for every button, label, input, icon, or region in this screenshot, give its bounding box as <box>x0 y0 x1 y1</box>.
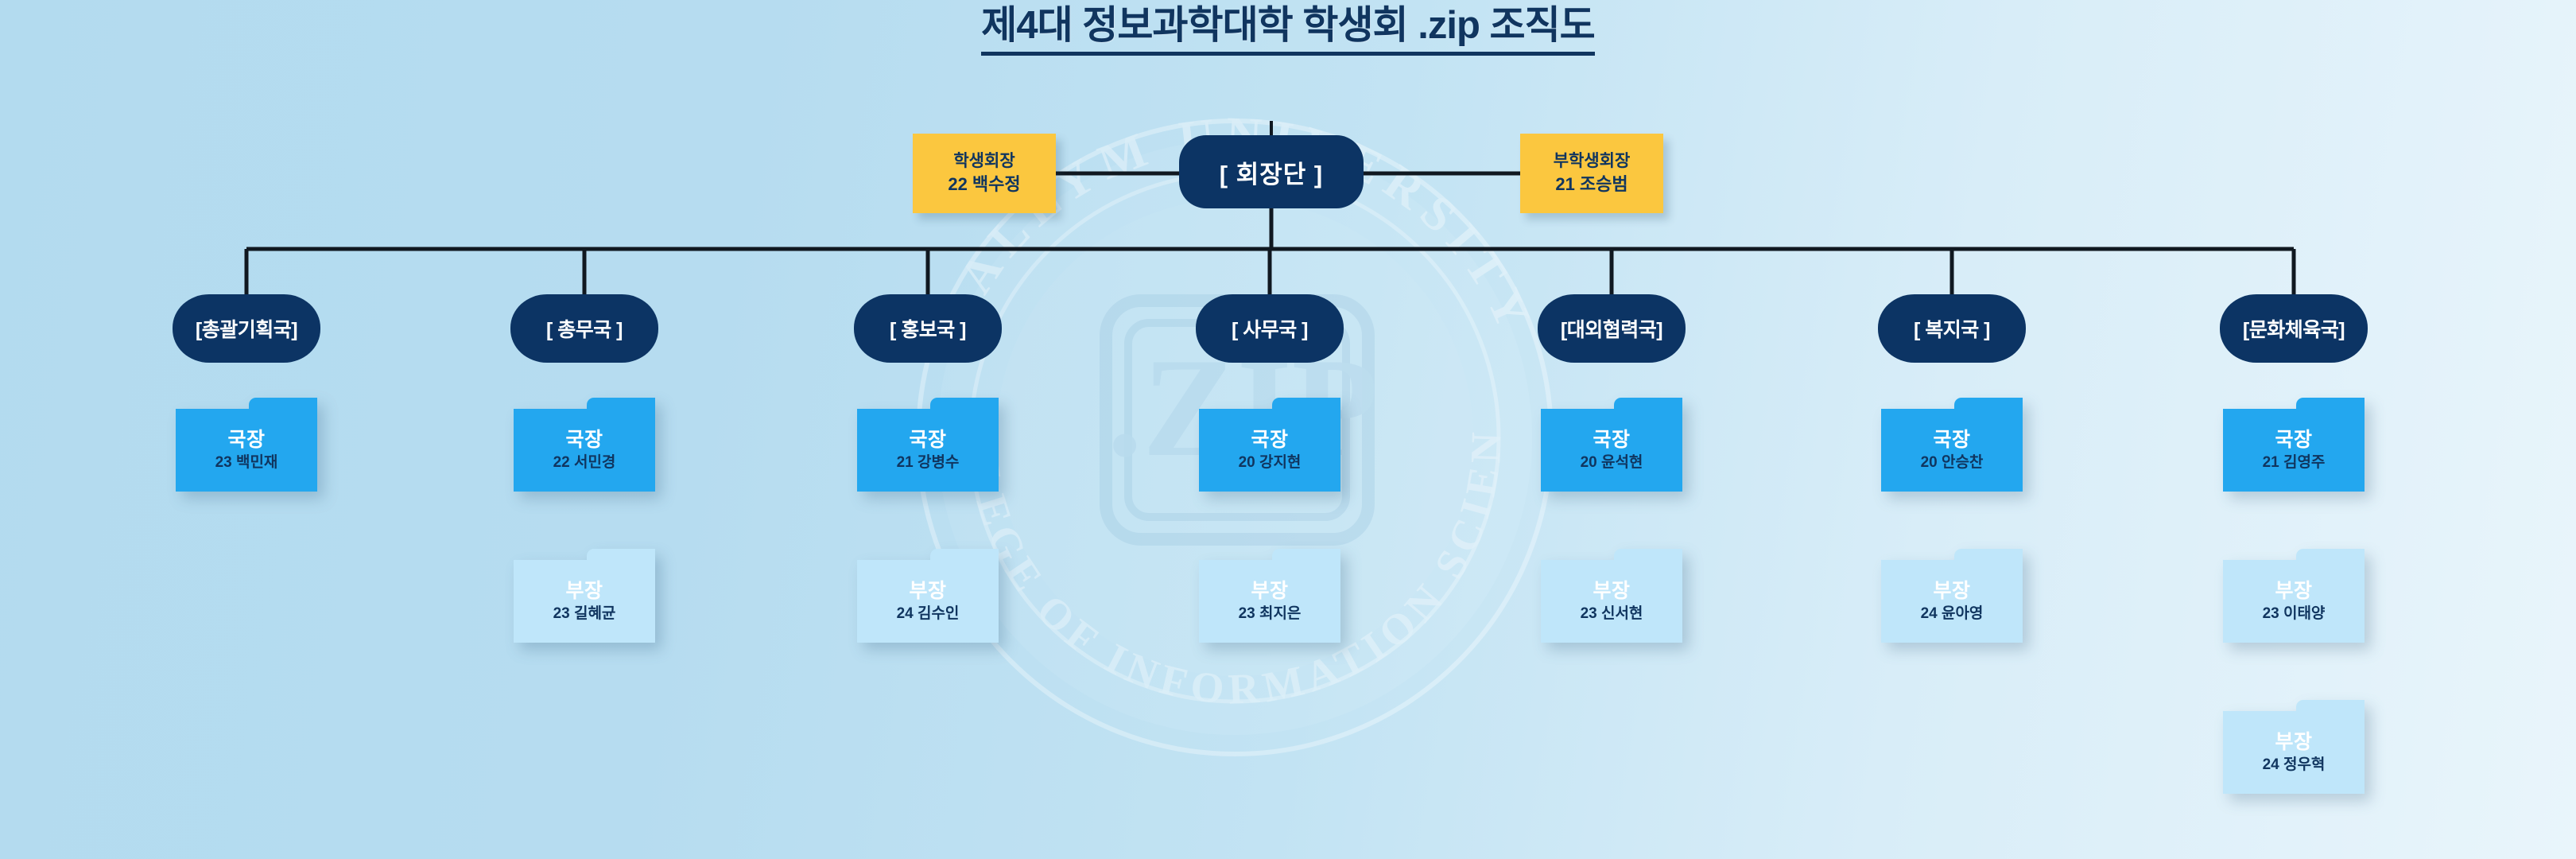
member-folder-card[interactable]: 부장 23 이태양 <box>2223 549 2365 643</box>
member-folder-card[interactable]: 부장 23 최지은 <box>1199 549 1340 643</box>
member-person: 21 김영주 <box>2262 454 2326 472</box>
chair-group-node[interactable]: [ 회장단 ] <box>1179 135 1364 208</box>
folder-body: 국장 23 백민재 <box>176 409 317 492</box>
folder-body: 국장 21 강병수 <box>857 409 999 492</box>
member-role: 국장 <box>1593 429 1631 452</box>
folder-body: 부장 23 이태양 <box>2223 560 2365 643</box>
member-role: 부장 <box>1933 580 1971 603</box>
member-folder-card[interactable]: 국장 20 강지현 <box>1199 398 1340 492</box>
folder-tab-icon <box>1272 398 1340 410</box>
department-node-2[interactable]: [ 총무국 ] <box>510 294 658 363</box>
member-person: 24 김수인 <box>896 605 960 623</box>
folder-tab-icon <box>2296 700 2365 713</box>
member-person: 23 이태양 <box>2262 605 2326 623</box>
department-node-5[interactable]: [대외협력국] <box>1538 294 1686 363</box>
department-node-6[interactable]: [ 복지국 ] <box>1878 294 2026 363</box>
department-label: [문화체육국] <box>2242 319 2345 341</box>
folder-tab-icon <box>2296 549 2365 562</box>
member-folder-card[interactable]: 국장 21 김영주 <box>2223 398 2365 492</box>
member-role: 국장 <box>2275 429 2313 452</box>
member-folder-card[interactable]: 부장 24 김수인 <box>857 549 999 643</box>
folder-body: 부장 24 김수인 <box>857 560 999 643</box>
member-folder-card[interactable]: 부장 24 윤아영 <box>1881 549 2023 643</box>
folder-body: 부장 23 최지은 <box>1199 560 1340 643</box>
president-person: 22 백수정 <box>948 174 1021 195</box>
member-person: 24 윤아영 <box>1920 605 1984 623</box>
officer-card-vice-president[interactable]: 부학생회장 21 조승범 <box>1520 134 1663 213</box>
department-node-3[interactable]: [ 홍보국 ] <box>854 294 1002 363</box>
folder-body: 부장 23 신서현 <box>1541 560 1682 643</box>
member-person: 22 서민경 <box>553 454 616 472</box>
department-label: [ 홍보국 ] <box>889 319 967 341</box>
folder-tab-icon <box>1954 549 2023 562</box>
vice-president-person: 21 조승범 <box>1555 174 1628 195</box>
department-label: [대외협력국] <box>1560 319 1663 341</box>
member-person: 23 길혜균 <box>553 605 616 623</box>
member-role: 국장 <box>565 429 603 452</box>
folder-tab-icon <box>1954 398 2023 410</box>
member-person: 23 신서현 <box>1580 605 1643 623</box>
department-label: [ 사무국 ] <box>1231 319 1309 341</box>
folder-body: 국장 20 강지현 <box>1199 409 1340 492</box>
folder-tab-icon <box>587 398 655 410</box>
department-node-1[interactable]: [총괄기획국] <box>173 294 320 363</box>
department-node-7[interactable]: [문화체육국] <box>2220 294 2368 363</box>
member-person: 23 백민재 <box>215 454 278 472</box>
member-role: 국장 <box>909 429 947 452</box>
folder-body: 국장 20 윤석현 <box>1541 409 1682 492</box>
folder-body: 부장 24 정우혁 <box>2223 711 2365 794</box>
member-role: 부장 <box>2275 731 2313 754</box>
folder-tab-icon <box>930 398 999 410</box>
member-folder-card[interactable]: 국장 20 안승찬 <box>1881 398 2023 492</box>
officer-card-president[interactable]: 학생회장 22 백수정 <box>913 134 1056 213</box>
member-folder-card[interactable]: 부장 23 길혜균 <box>514 549 655 643</box>
member-role: 부장 <box>1251 580 1289 603</box>
member-person: 20 윤석현 <box>1580 454 1643 472</box>
member-role: 부장 <box>2275 580 2313 603</box>
member-folder-card[interactable]: 국장 22 서민경 <box>514 398 655 492</box>
chair-group-label: [ 회장단 ] <box>1219 160 1324 189</box>
member-folder-card[interactable]: 국장 20 윤석현 <box>1541 398 1682 492</box>
folder-body: 국장 21 김영주 <box>2223 409 2365 492</box>
folder-tab-icon <box>249 398 317 410</box>
department-node-4[interactable]: [ 사무국 ] <box>1196 294 1344 363</box>
member-folder-card[interactable]: 국장 21 강병수 <box>857 398 999 492</box>
member-person: 24 정우혁 <box>2262 756 2326 774</box>
member-role: 국장 <box>227 429 266 452</box>
folder-tab-icon <box>2296 398 2365 410</box>
member-folder-card[interactable]: 부장 23 신서현 <box>1541 549 1682 643</box>
vice-president-role: 부학생회장 <box>1553 151 1631 170</box>
member-folder-card[interactable]: 부장 24 정우혁 <box>2223 700 2365 794</box>
member-role: 부장 <box>1593 580 1631 603</box>
folder-body: 국장 20 안승찬 <box>1881 409 2023 492</box>
member-folder-card[interactable]: 국장 23 백민재 <box>176 398 317 492</box>
president-role: 학생회장 <box>953 151 1015 170</box>
folder-tab-icon <box>1614 549 1682 562</box>
folder-body: 부장 23 길혜균 <box>514 560 655 643</box>
folder-body: 국장 22 서민경 <box>514 409 655 492</box>
member-person: 20 안승찬 <box>1920 454 1984 472</box>
folder-tab-icon <box>930 549 999 562</box>
department-label: [ 총무국 ] <box>545 319 623 341</box>
member-person: 23 최지은 <box>1238 605 1302 623</box>
folder-tab-icon <box>1272 549 1340 562</box>
folder-tab-icon <box>587 549 655 562</box>
folder-body: 부장 24 윤아영 <box>1881 560 2023 643</box>
page-title-container: 제4대 정보과학대학 학생회 .zip 조직도 <box>0 5 2576 56</box>
member-role: 부장 <box>909 580 947 603</box>
member-role: 국장 <box>1933 429 1971 452</box>
member-role: 부장 <box>565 580 603 603</box>
member-person: 20 강지현 <box>1238 454 1302 472</box>
department-label: [ 복지국 ] <box>1913 319 1991 341</box>
page-title: 제4대 정보과학대학 학생회 .zip 조직도 <box>981 5 1596 56</box>
member-person: 21 강병수 <box>896 454 960 472</box>
folder-tab-icon <box>1614 398 1682 410</box>
member-role: 국장 <box>1251 429 1289 452</box>
department-label: [총괄기획국] <box>195 319 298 341</box>
